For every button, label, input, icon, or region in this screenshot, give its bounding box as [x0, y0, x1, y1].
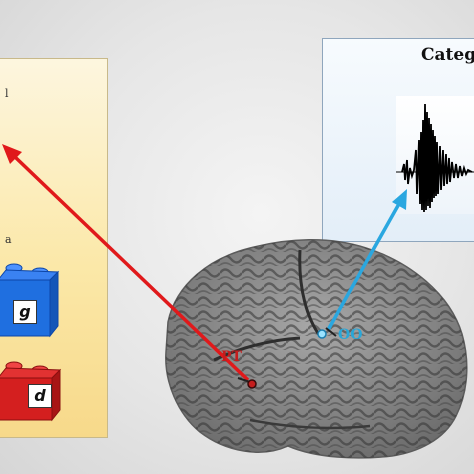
oo-label: OO	[338, 327, 363, 343]
left-panel-text-fragment-1: l	[5, 87, 9, 100]
red-block-letter: d	[28, 384, 52, 408]
blue-lego-block	[0, 263, 60, 338]
oo-electrode	[317, 327, 337, 339]
speech-waveform	[396, 96, 474, 214]
oo-arrow	[326, 189, 407, 331]
pt-arrow	[2, 144, 250, 382]
red-lego-block	[0, 361, 62, 422]
left-panel-text-fragment-2: a	[5, 233, 12, 246]
blue-block-letter: g	[13, 300, 37, 324]
pt-electrode	[237, 377, 257, 389]
brain	[165, 239, 468, 459]
pt-label: PT	[221, 349, 242, 365]
right-panel-title: Categ	[421, 45, 474, 65]
